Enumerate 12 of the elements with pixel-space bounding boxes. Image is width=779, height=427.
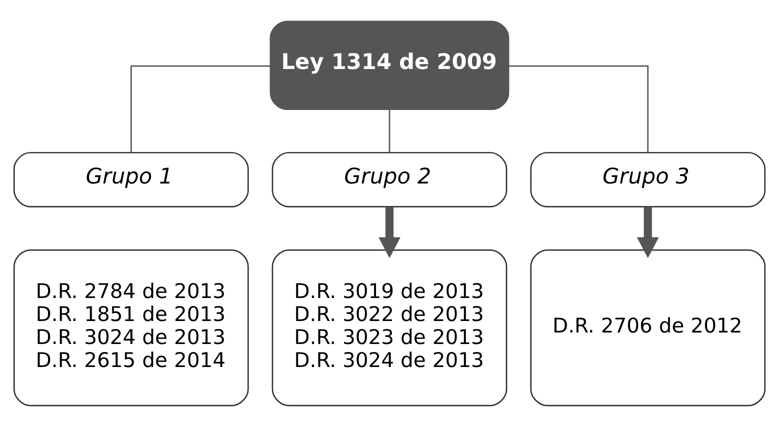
node-box: Ley 1314 de 2009 (270, 20, 510, 110)
node-box: Grupo 2 (272, 152, 508, 208)
node-box: D.R. 2706 de 2012 (530, 249, 766, 406)
arrow (636, 206, 659, 258)
node-box: D.R. 2784 de 2013 D.R. 1851 de 2013 D.R. 3024 de 2013 D.R. 2615 de 2014 (13, 249, 249, 406)
node-box: Grupo 1 (13, 152, 249, 208)
connector (508, 65, 649, 152)
connector (388, 110, 390, 152)
node-box: D.R. 3019 de 2013 D.R. 3022 de 2013 D.R. 3023 de 2013 D.R. 3024 de 2013 (272, 249, 508, 406)
node-box: Grupo 3 (530, 152, 766, 208)
connector (130, 65, 270, 152)
arrow (378, 206, 400, 258)
